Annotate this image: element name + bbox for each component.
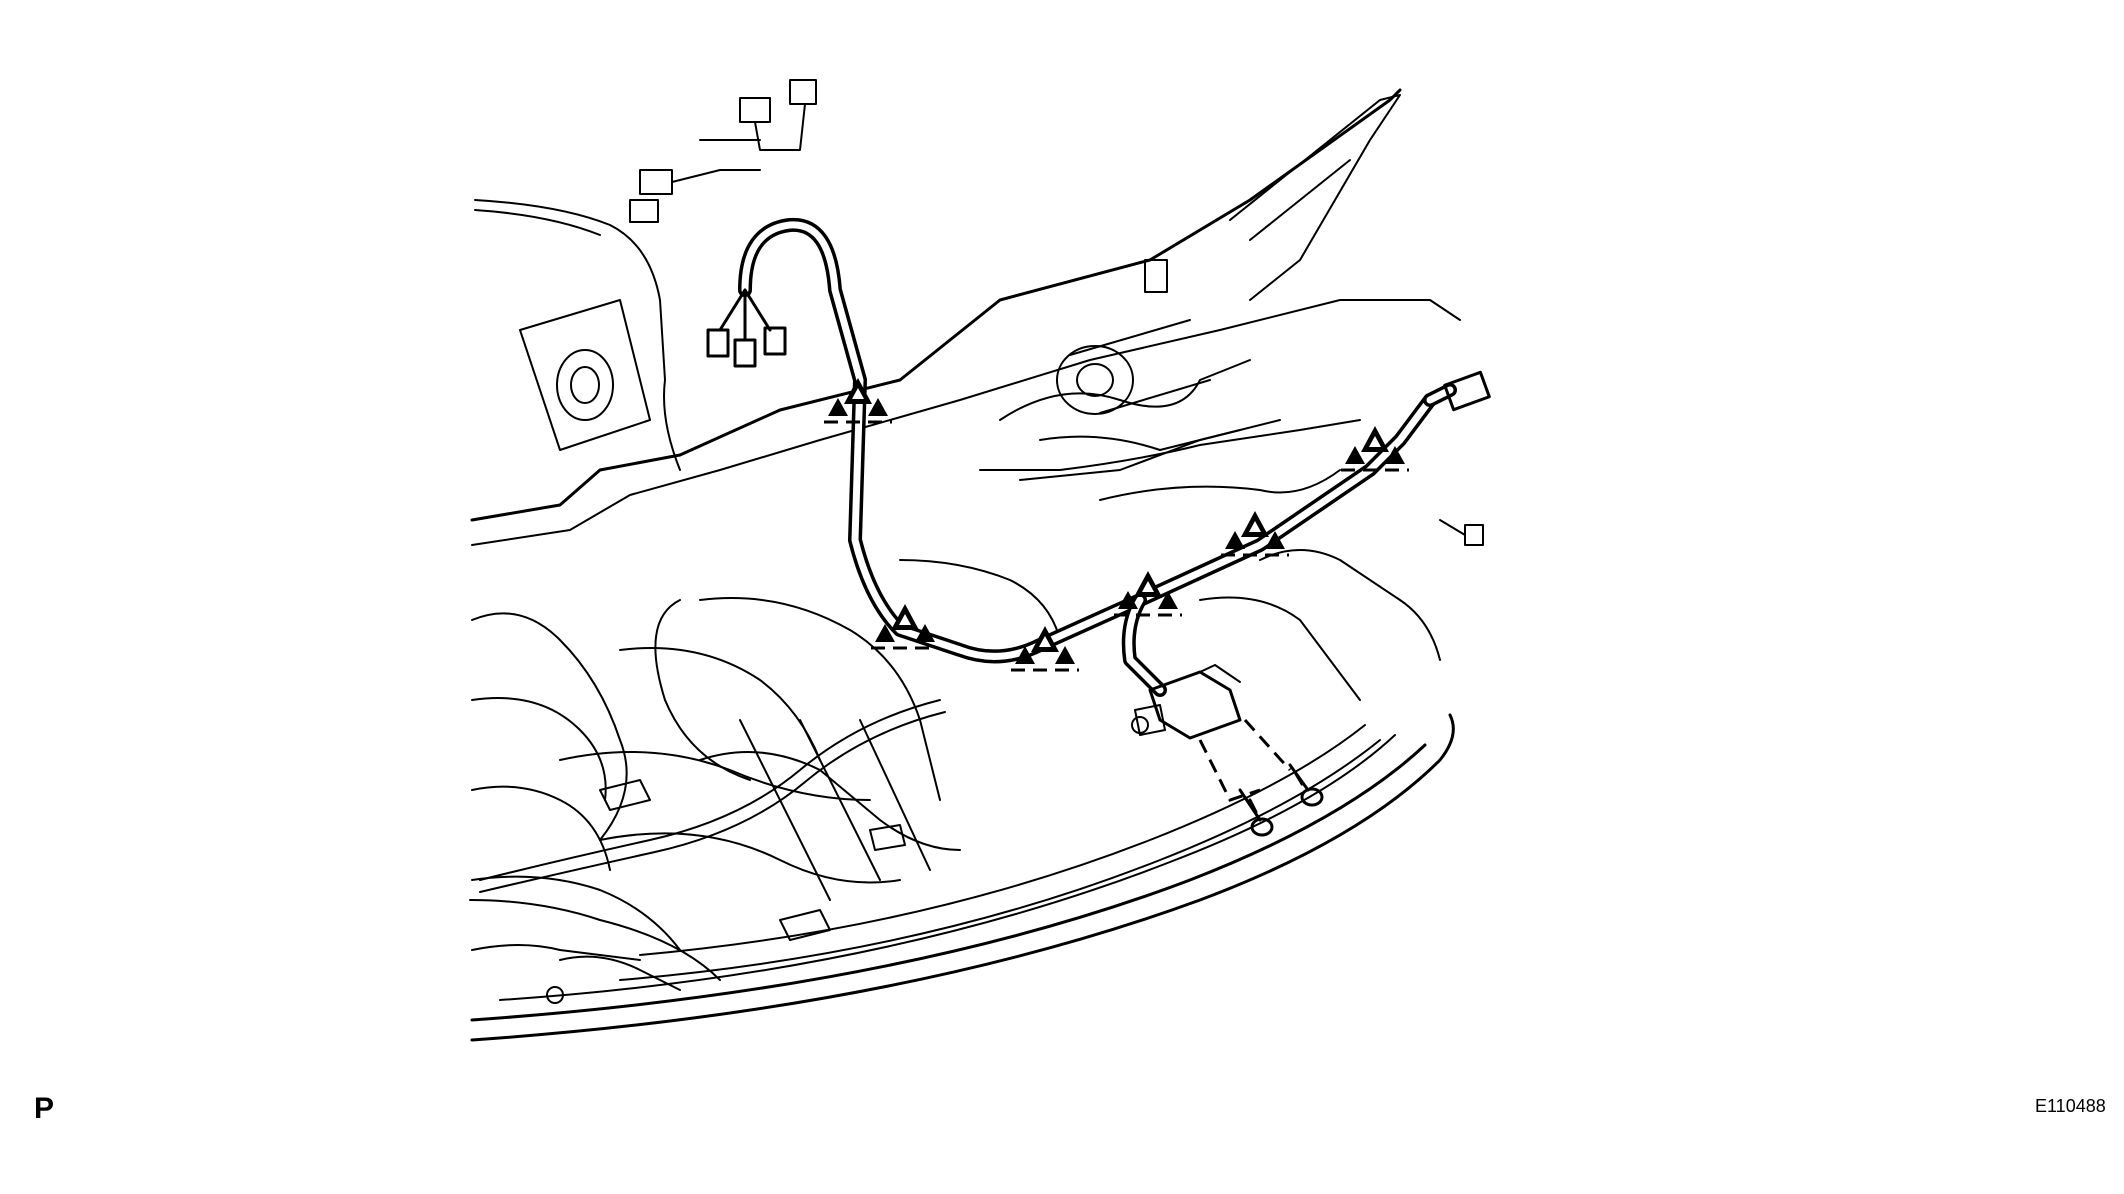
bolt-icon: [1238, 788, 1274, 837]
clamp-triangle-icon: [1341, 426, 1409, 472]
highlighted-wire-harness: [706, 217, 1491, 697]
clamp-triangle-icon: [1011, 626, 1079, 672]
clamp-markers: [824, 378, 1409, 672]
bolt-icon: [1288, 763, 1324, 807]
clamp-triangle-icon: [871, 604, 939, 650]
clamp-triangle-icon: [1114, 571, 1182, 617]
clamp-triangle-icon: [1221, 511, 1289, 557]
clamp-triangle-icon: [824, 378, 892, 424]
figure-code: E110488: [2035, 1096, 2106, 1116]
dash-panel-outline: [469, 79, 1484, 1042]
corner-letter: P: [34, 1092, 55, 1125]
sensor-bracket: [1131, 664, 1292, 802]
